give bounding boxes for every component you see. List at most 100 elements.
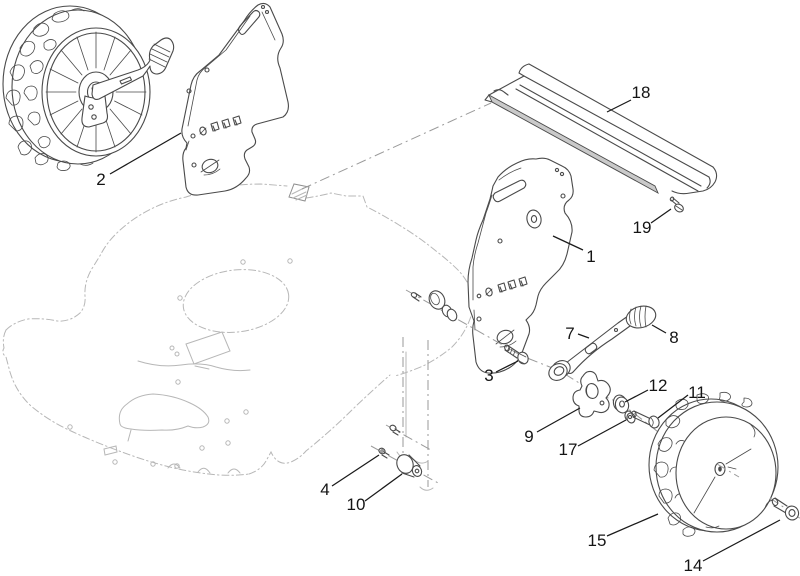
plate2-edge-hole bbox=[186, 88, 192, 94]
carriage-bolt bbox=[504, 344, 529, 365]
callout-2: 2 bbox=[96, 170, 105, 189]
plate2-tip-hole bbox=[260, 4, 266, 10]
deck-hole bbox=[112, 459, 118, 465]
plate2-slot bbox=[232, 115, 242, 126]
washer-12 bbox=[612, 394, 630, 414]
leader-line-8 bbox=[651, 324, 667, 334]
deck-hole bbox=[225, 440, 231, 446]
plate2-edge-hole bbox=[204, 67, 210, 73]
bracket-foot bbox=[419, 486, 434, 491]
nut17-hole bbox=[627, 414, 633, 420]
deflector-tip bbox=[484, 94, 493, 103]
callout-15: 15 bbox=[588, 531, 607, 550]
axle-bolt bbox=[771, 497, 800, 521]
deck-lower-opening bbox=[118, 393, 210, 431]
plate2-axle-hole-slash bbox=[200, 159, 220, 173]
deflector-screw bbox=[669, 196, 684, 213]
pivot-disc bbox=[428, 290, 446, 310]
nut-17 bbox=[624, 410, 636, 424]
plate2-slot bbox=[210, 121, 220, 132]
screw19-head-slot bbox=[675, 205, 683, 211]
cam9-center-hole bbox=[585, 382, 599, 400]
axle-centerline bbox=[405, 289, 667, 439]
deflector-crease-2 bbox=[515, 88, 699, 192]
deck-hinge-tab bbox=[288, 183, 310, 202]
plate1-inner-contour bbox=[472, 194, 493, 331]
callout-3: 3 bbox=[484, 366, 493, 385]
deck-bolt-holes bbox=[67, 258, 293, 469]
plate1-edge-hole bbox=[476, 316, 482, 322]
plate1-pivot-hole bbox=[526, 209, 542, 229]
plate1-tip-hole bbox=[559, 171, 565, 177]
plate2-slot-oval bbox=[199, 126, 207, 136]
front-lever-outline bbox=[91, 37, 175, 100]
deflector-left-end bbox=[488, 75, 525, 96]
bracket-hardware bbox=[370, 424, 441, 485]
callout-14: 14 bbox=[684, 556, 703, 575]
deck-outline-bottom-left bbox=[2, 329, 250, 476]
deck-hole bbox=[150, 461, 156, 467]
plate1-slot-oval bbox=[485, 287, 493, 297]
plate2-outline bbox=[181, 2, 289, 196]
deck-hole bbox=[174, 351, 180, 357]
leader-line-1 bbox=[552, 235, 584, 251]
front-lever-serrations bbox=[148, 43, 171, 68]
front-wheel-assembly bbox=[2, 5, 175, 171]
pivot-disc-inner bbox=[430, 292, 440, 306]
deck-hole bbox=[174, 463, 180, 469]
plate2-small-hole bbox=[191, 162, 197, 168]
deck-hole bbox=[175, 379, 181, 385]
deck-outline-top bbox=[5, 183, 288, 331]
deck-hole bbox=[199, 445, 205, 451]
bracket-hole bbox=[88, 104, 94, 110]
deck-inner-contour bbox=[137, 360, 251, 372]
deck-hole bbox=[243, 409, 249, 415]
cam-bracket bbox=[572, 370, 611, 418]
plate1-axle-hole bbox=[496, 329, 514, 345]
deflector-right-curl bbox=[671, 166, 718, 195]
deflector-bottom-strip bbox=[488, 93, 659, 195]
deck-blade-circle bbox=[182, 269, 290, 333]
deflector-left-curl bbox=[518, 63, 530, 77]
front-height-lever bbox=[91, 37, 175, 100]
pivot-bushing-front bbox=[446, 308, 458, 322]
deflector-tip-curl bbox=[493, 89, 509, 96]
deck-hole bbox=[169, 345, 175, 351]
bolt11-tip bbox=[631, 410, 637, 418]
plate1-axle-hole-slash bbox=[495, 329, 515, 345]
bolt3-head bbox=[517, 351, 529, 365]
callout-19: 19 bbox=[633, 218, 652, 237]
lever7-bar bbox=[565, 314, 635, 375]
stud-head bbox=[410, 292, 418, 298]
bolt14-socket bbox=[788, 509, 796, 517]
knob8-ribs bbox=[629, 305, 647, 328]
screw4-head-recess bbox=[380, 449, 384, 453]
plate2-axle-hole-arc bbox=[203, 168, 221, 176]
deck-recess-rect bbox=[185, 331, 231, 365]
callout-7: 7 bbox=[565, 324, 574, 343]
plate1-edge-hole bbox=[560, 193, 566, 199]
callout-10: 10 bbox=[347, 495, 366, 514]
rear-face-spoke-lines bbox=[693, 448, 752, 514]
callout-17: 17 bbox=[559, 440, 578, 459]
spacer10-hole bbox=[414, 468, 420, 474]
leader-line-4 bbox=[331, 454, 380, 487]
leader-line-7 bbox=[577, 333, 590, 339]
upper-screw-head bbox=[389, 424, 397, 432]
rear-wheel bbox=[648, 391, 779, 537]
plate1-pivot-hole-center bbox=[530, 215, 538, 223]
deck-hole bbox=[240, 259, 246, 265]
plate1-slot-dot bbox=[476, 293, 482, 299]
callout-18: 18 bbox=[632, 83, 651, 102]
plate2-axle-hole bbox=[201, 158, 219, 174]
plate1-outline bbox=[467, 157, 574, 374]
front-tire-tread-pattern bbox=[5, 8, 94, 171]
rear-tire-tread-pattern bbox=[653, 391, 753, 537]
lever7-slot bbox=[584, 342, 598, 355]
callouts: 1 2 3 4 7 8 9 10 11 12 14 15 17 18 19 bbox=[96, 83, 781, 575]
deflector-crease-1 bbox=[519, 84, 702, 187]
screw4-shaft bbox=[381, 451, 390, 459]
plate1-slot-oval-slash bbox=[485, 288, 493, 296]
